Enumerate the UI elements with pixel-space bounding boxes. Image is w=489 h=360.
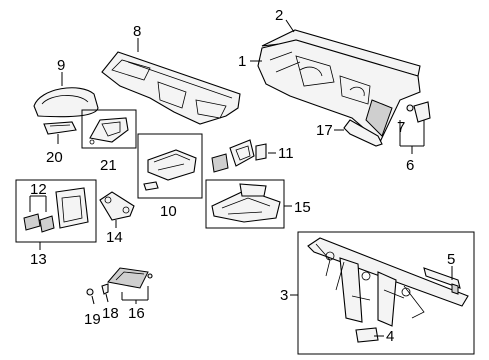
callout-13: 13 bbox=[30, 251, 47, 268]
callout-9: 9 bbox=[57, 57, 65, 74]
callout-8: 8 bbox=[133, 23, 141, 40]
part-21-group bbox=[81, 109, 137, 149]
callout-15: 15 bbox=[294, 199, 311, 216]
part-19-clip bbox=[86, 288, 95, 305]
callout-21: 21 bbox=[100, 157, 117, 174]
part-10-group bbox=[137, 133, 203, 199]
callout-17: 17 bbox=[316, 122, 333, 139]
part-11-pieces bbox=[211, 139, 276, 173]
part-20-switch-bezel bbox=[43, 121, 77, 144]
callout-5: 5 bbox=[447, 251, 455, 268]
part-1-instrument-panel bbox=[250, 39, 421, 143]
part-16-switch-panel bbox=[107, 267, 153, 304]
callout-20: 20 bbox=[46, 149, 63, 166]
callout-1: 1 bbox=[238, 53, 246, 70]
part-13-group bbox=[15, 179, 97, 250]
part-17-bracket bbox=[334, 119, 383, 147]
callout-7: 7 bbox=[397, 119, 405, 136]
callout-6: 6 bbox=[406, 157, 414, 174]
callout-19: 19 bbox=[84, 311, 101, 328]
part-8-dash-trim bbox=[101, 38, 241, 125]
callout-18: 18 bbox=[102, 305, 119, 322]
part-18-clip bbox=[101, 283, 109, 303]
part-14-bracket bbox=[99, 191, 135, 228]
callout-12: 12 bbox=[30, 181, 47, 198]
callout-14: 14 bbox=[106, 229, 123, 246]
callout-16: 16 bbox=[128, 305, 145, 322]
callout-10: 10 bbox=[160, 203, 177, 220]
part-15-group bbox=[205, 179, 292, 229]
callout-11: 11 bbox=[278, 145, 294, 162]
callout-4: 4 bbox=[386, 328, 394, 345]
part-3-group bbox=[290, 231, 475, 355]
callout-2: 2 bbox=[275, 7, 283, 24]
part-7-clips bbox=[399, 101, 431, 154]
part-9-meter-hood bbox=[33, 72, 99, 118]
callout-3: 3 bbox=[280, 287, 288, 304]
